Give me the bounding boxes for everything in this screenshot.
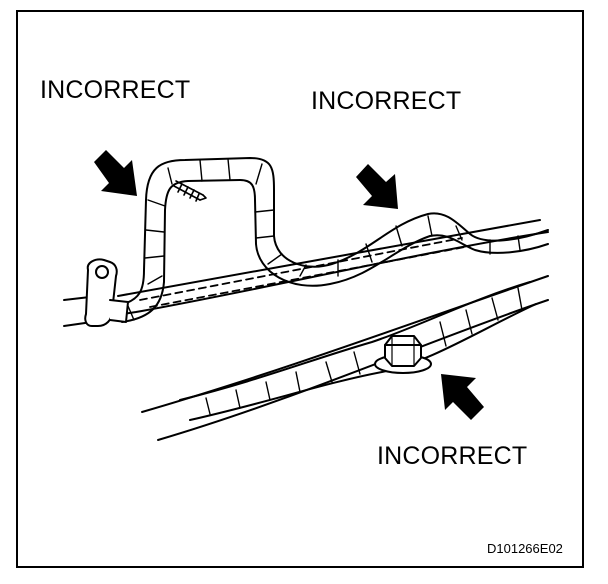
correct-route-dashed	[139, 237, 471, 308]
arrow-icon	[356, 164, 398, 209]
upper-panel	[63, 219, 549, 327]
incorrect-label-bottom: INCORRECT	[377, 442, 528, 470]
clamp-icon	[84, 258, 129, 327]
arrow-icon	[94, 150, 137, 196]
upper-wire-harness	[119, 157, 549, 323]
incorrect-label-top-left: INCORRECT	[40, 76, 191, 104]
bolt-icon	[374, 335, 432, 374]
incorrect-label-top-right: INCORRECT	[311, 87, 462, 115]
lower-panel	[141, 275, 549, 441]
figure-code: D101266E02	[487, 541, 563, 556]
lower-wire-harness	[179, 281, 537, 421]
screw-icon	[173, 180, 207, 202]
arrow-icon	[441, 374, 484, 420]
